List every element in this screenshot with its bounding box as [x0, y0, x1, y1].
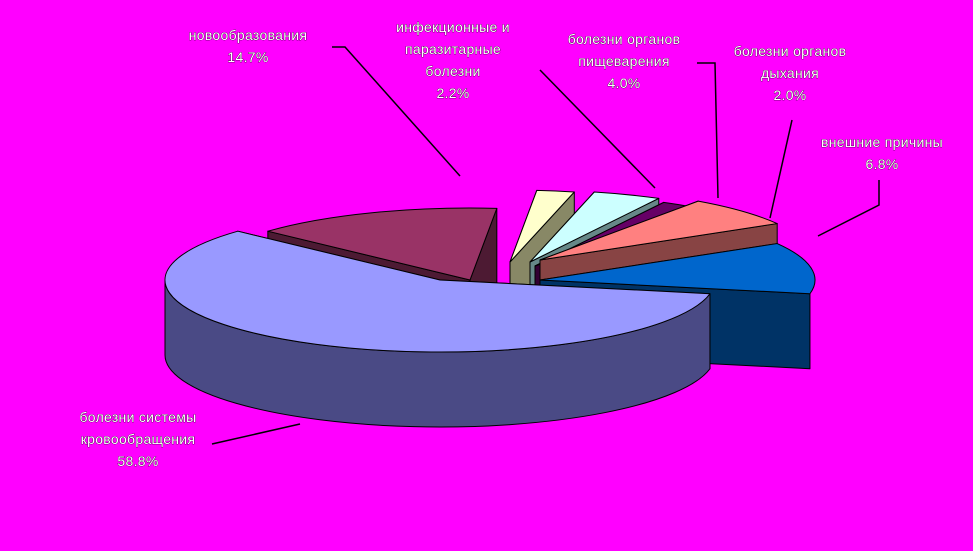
slice-top-face — [267, 207, 498, 281]
slice-label: внешние причины 6.8% — [821, 134, 943, 172]
slice-label-line: болезни — [425, 63, 480, 79]
slice-label-line: пищеварения — [578, 53, 670, 69]
slice-top-face — [539, 200, 778, 261]
slice-label: болезни системы кровообращения 58.8% — [79, 409, 196, 469]
leader-lines — [211, 46, 880, 445]
slice-label: новообразования 14.7% — [189, 27, 308, 65]
leader-line — [817, 180, 880, 237]
slice-top-face — [529, 191, 660, 263]
slice-labels: болезни системы кровообращения 58.8% новооб… — [79, 19, 943, 470]
pie-slice-0 — [164, 230, 711, 428]
slice-label: болезни органов пищеварения 4.0% — [568, 31, 681, 91]
slice-value-label: 4.0% — [607, 75, 640, 91]
leader-line — [769, 119, 793, 219]
leader-line — [697, 62, 719, 199]
slice-label-line: внешние причины — [821, 134, 943, 150]
slice-top-face — [539, 243, 816, 295]
slice-top-face — [509, 189, 575, 263]
slice-value-label: 2.2% — [436, 85, 469, 101]
slice-label: инфекционные и паразитарные болезни 2.2% — [396, 19, 510, 101]
leader-line — [211, 423, 301, 445]
slice-label-line: болезни органов — [734, 43, 847, 59]
pie-slices — [164, 189, 816, 428]
slice-label-line: новообразования — [189, 27, 308, 43]
slice-top-face — [164, 230, 711, 353]
leader-line — [332, 46, 461, 177]
slice-value-label: 58.8% — [117, 453, 158, 469]
leader-line — [539, 69, 656, 189]
slice-label-line: болезни органов — [568, 31, 681, 47]
slice-label-line: инфекционные и — [396, 19, 510, 35]
slice-label: болезни органов дыхания 2.0% — [734, 43, 847, 103]
slice-label-line: дыхания — [761, 65, 819, 81]
slice-label-line: болезни системы — [79, 409, 196, 425]
slice-label-line: паразитарные — [405, 41, 501, 57]
slice-label-line: кровообращения — [81, 431, 196, 447]
slice-value-label: 2.0% — [773, 87, 806, 103]
slice-value-label: 14.7% — [227, 49, 268, 65]
slice-value-label: 6.8% — [865, 156, 898, 172]
